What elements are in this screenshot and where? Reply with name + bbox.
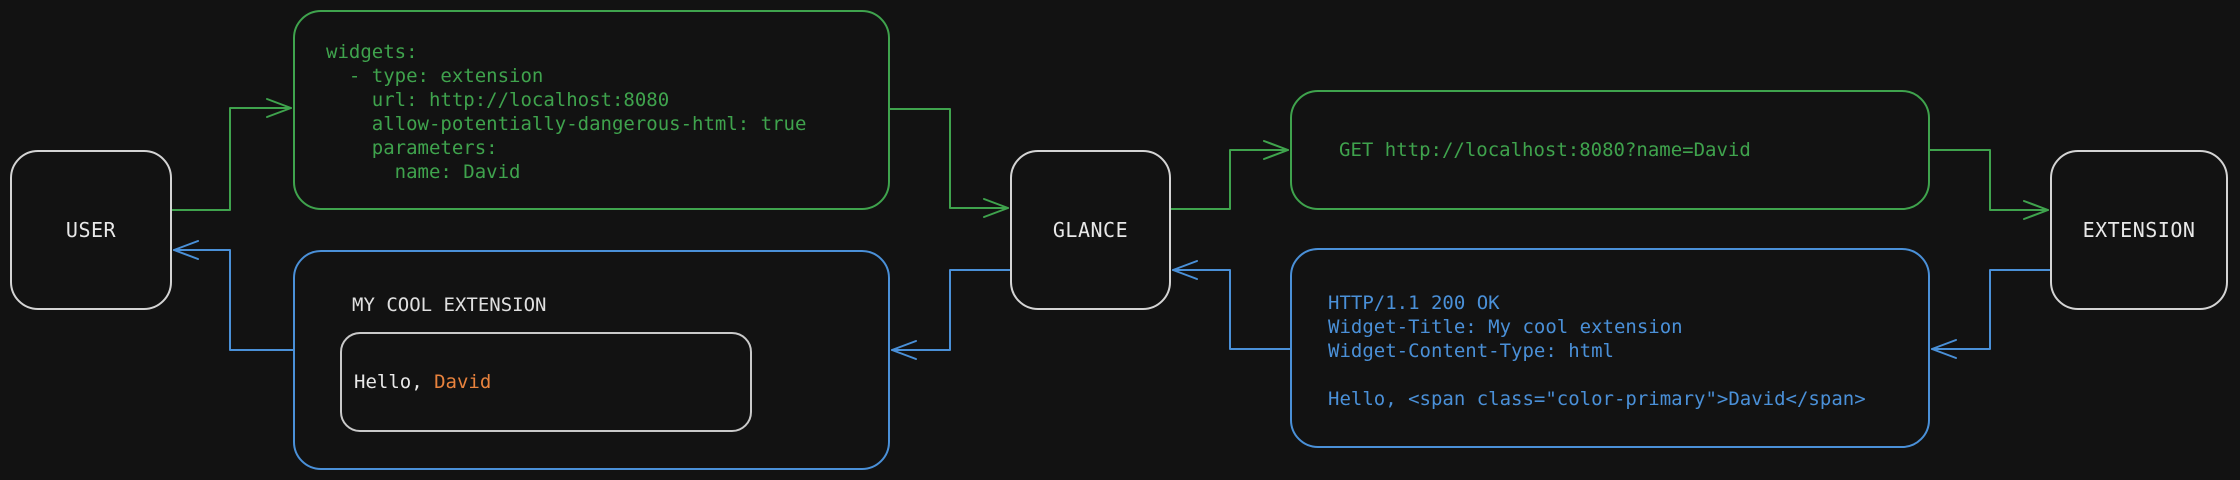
http-response-code: HTTP/1.1 200 OK Widget-Title: My cool ex… — [1328, 292, 1866, 410]
arrow-extension-to-response — [1931, 269, 2051, 359]
config-yaml-box — [293, 10, 890, 210]
extension-node: EXTENSION — [2050, 150, 2228, 310]
extension-node-label: EXTENSION — [2082, 218, 2196, 242]
widget-greeting-frame: Hello, David — [340, 332, 752, 432]
config-yaml-code: widgets: - type: extension url: http://l… — [326, 41, 807, 183]
http-request-box — [1290, 90, 1930, 210]
glance-node: GLANCE — [1010, 150, 1171, 310]
widget-preview-title: MY COOL EXTENSION — [352, 294, 547, 316]
arrow-request-to-extension — [1929, 149, 2049, 220]
widget-greeting-text: Hello, David — [354, 370, 491, 394]
arrow-response-to-glance — [1172, 260, 1291, 350]
widget-preview-box: MY COOL EXTENSION Hello, David — [293, 250, 890, 470]
arrow-user-to-config — [171, 98, 292, 211]
arrow-glance-to-request — [1170, 140, 1289, 210]
http-response-box — [1290, 248, 1930, 448]
http-request-code: GET http://localhost:8080?name=David — [1339, 139, 1751, 161]
greeting-prefix: Hello, — [354, 371, 435, 393]
greeting-name: David — [434, 371, 492, 393]
arrow-glance-to-widget — [891, 269, 1011, 360]
user-node: USER — [10, 150, 172, 310]
arrow-config-to-glance — [889, 108, 1009, 218]
user-node-label: USER — [65, 218, 117, 242]
glance-node-label: GLANCE — [1052, 218, 1129, 242]
arrow-widget-to-user — [173, 240, 294, 351]
